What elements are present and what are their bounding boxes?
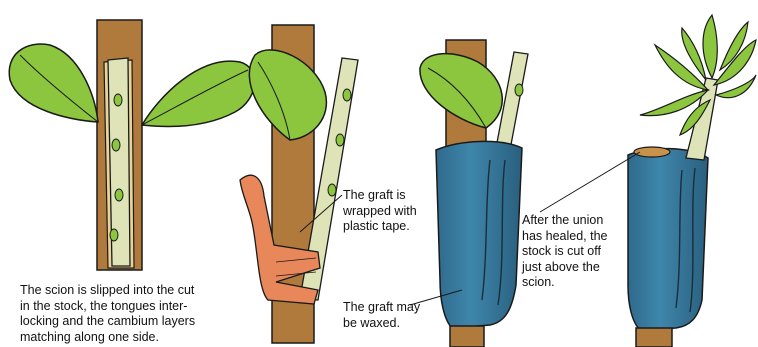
stock-base [636,328,672,347]
caption-step3: The graft may be waxed. [343,300,453,331]
caption-step1: The scion is slipped into the cut in the… [20,283,250,345]
leaf-right [142,61,255,126]
bud-icon [515,84,523,96]
step1-illustration [9,20,254,270]
leaf [420,54,502,128]
caption-step4: After the union has healed, the stock is… [522,213,632,291]
pointer-line [540,152,640,212]
wax-coating [628,149,708,330]
step4-illustration [540,15,756,347]
caption-step2: The graft is wrapped with plastic tape. [343,188,453,235]
leaf [249,50,326,140]
new-leaves [640,15,756,135]
stock-base [450,326,484,347]
step2-illustration [240,25,358,343]
leaf-left [9,44,98,122]
